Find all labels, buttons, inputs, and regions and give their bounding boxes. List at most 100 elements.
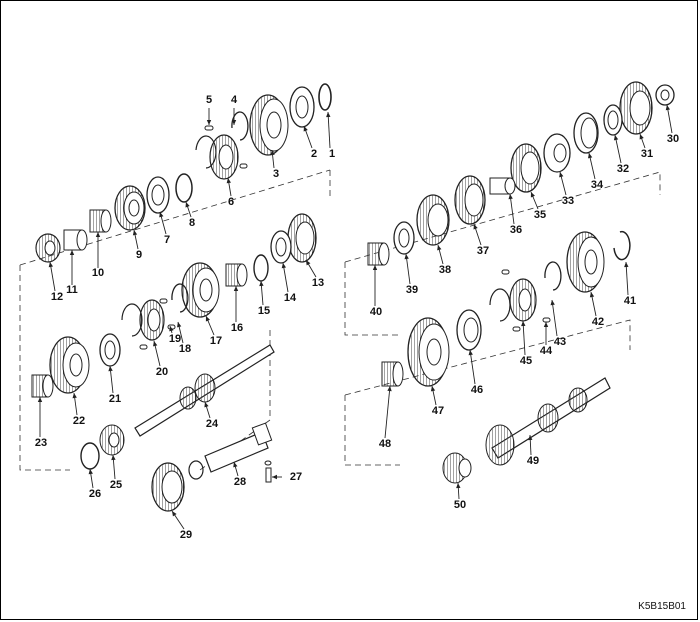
part-number-36: 36 [510, 224, 522, 236]
part-2-bearing [289, 86, 315, 128]
part-number-46: 46 [471, 384, 483, 396]
part-26-snap-ring [80, 442, 100, 470]
leader-arrow-12 [48, 262, 54, 268]
part-41-snap-ring [613, 230, 631, 261]
leader-arrow-2 [303, 126, 308, 132]
leader-arrow-11 [69, 250, 75, 255]
part-27-bolt [264, 460, 272, 483]
part-50-bearing [442, 452, 472, 484]
leader-arrow-29 [172, 511, 177, 517]
leader-line-39 [405, 253, 411, 285]
part-47-gear [407, 317, 450, 387]
leader-arrow-17 [205, 316, 210, 322]
part-15-snap-ring [253, 254, 269, 282]
part-46-bearing-race [456, 309, 482, 351]
part-number-9: 9 [136, 249, 142, 261]
part-number-22: 22 [73, 415, 85, 427]
part-17-gear [181, 262, 220, 318]
part-number-49: 49 [527, 455, 539, 467]
part-number-28: 28 [234, 476, 246, 488]
part-25-bearing [99, 424, 125, 456]
part-43-spring [544, 261, 562, 291]
leader-arrow-7 [159, 212, 164, 218]
part-11-bushing [63, 229, 88, 251]
leader-arrow-22 [72, 393, 77, 399]
leader-arrow-16 [233, 286, 239, 291]
part-18-spring [171, 283, 189, 313]
part-number-30: 30 [667, 133, 679, 145]
part-22-gear [49, 336, 90, 394]
part-39-ring [393, 221, 415, 255]
part-number-31: 31 [641, 148, 653, 160]
drawing-reference-code: K5B15B01 [638, 601, 686, 612]
leader-arrow-14 [281, 263, 287, 269]
part-24-shaft [134, 344, 275, 437]
part-35-gear [510, 143, 542, 193]
leader-arrow-24 [204, 402, 209, 408]
part-number-42: 42 [592, 316, 604, 328]
leader-line-43 [551, 299, 558, 337]
leader-arrow-40 [372, 265, 378, 270]
leader-arrow-15 [259, 281, 264, 287]
part-number-11: 11 [66, 284, 78, 296]
part-number-5: 5 [206, 94, 212, 106]
leader-arrow-50 [456, 483, 461, 489]
leader-arrow-45 [521, 321, 526, 327]
part-16-needle-bearing [225, 263, 248, 287]
part-29-gear [151, 460, 204, 512]
leader-arrow-49 [528, 435, 533, 441]
leader-arrow-28 [233, 462, 238, 468]
leader-arrow-37 [473, 224, 478, 230]
leader-arrow-26 [88, 469, 93, 475]
part-45-synchronizer [489, 269, 537, 332]
part-number-40: 40 [370, 306, 382, 318]
part-number-25: 25 [110, 479, 122, 491]
part-12-bearing [35, 233, 61, 263]
part-32-ring [603, 104, 623, 136]
part-6-synchronizer [195, 134, 248, 180]
part-number-37: 37 [477, 245, 489, 257]
leader-arrow-32 [613, 135, 619, 141]
part-40-needle-bearing [367, 242, 390, 266]
part-8-snap-ring [175, 173, 193, 203]
part-36-spacer [489, 177, 516, 195]
part-number-23: 23 [35, 437, 47, 449]
part-number-33: 33 [562, 195, 574, 207]
leader-arrow-30 [665, 105, 671, 111]
leader-arrow-3 [270, 150, 275, 156]
part-33-bearing-cone [543, 133, 571, 173]
part-number-21: 21 [109, 393, 121, 405]
part-number-26: 26 [89, 488, 101, 500]
part-23-needle-bearing [31, 374, 54, 398]
leader-arrow-21 [108, 366, 113, 372]
part-number-17: 17 [210, 335, 222, 347]
part-number-24: 24 [206, 418, 219, 430]
part-number-6: 6 [228, 196, 234, 208]
part-34-bearing-cup [573, 112, 599, 154]
leader-arrow-23 [37, 397, 43, 402]
leader-line-41 [625, 261, 629, 296]
leader-arrow-46 [468, 350, 473, 356]
leader-arrow-27 [272, 474, 277, 480]
part-number-29: 29 [180, 529, 192, 541]
leader-arrow-39 [404, 254, 409, 260]
part-number-2: 2 [311, 148, 317, 160]
part-49-main-shaft [485, 377, 611, 466]
part-number-19: 19 [169, 333, 181, 345]
part-number-47: 47 [432, 405, 444, 417]
leader-arrow-42 [589, 292, 595, 298]
leader-arrow-34 [587, 153, 593, 159]
leader-arrow-25 [111, 455, 116, 461]
leader-line-46 [469, 349, 476, 385]
part-28-shaft [204, 422, 273, 473]
leader-arrow-1 [326, 112, 331, 118]
leader-arrow-6 [226, 178, 231, 184]
part-1-snap-ring [318, 83, 332, 111]
leader-arrow-35 [530, 192, 535, 198]
part-4-spring [231, 111, 249, 141]
leader-arrow-36 [508, 194, 513, 200]
part-number-32: 32 [617, 163, 629, 175]
part-30-nut [655, 84, 675, 106]
part-number-35: 35 [534, 209, 546, 221]
leader-arrow-48 [387, 386, 392, 392]
